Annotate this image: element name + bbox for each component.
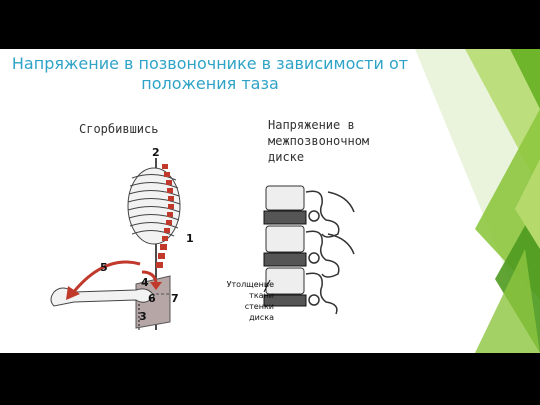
tilt-arrow <box>70 260 141 295</box>
label-7: 7 <box>171 292 179 305</box>
green-decor-shapes <box>415 49 540 353</box>
caption-hunched: Сгорбившись <box>79 122 159 136</box>
label-1: 1 <box>186 232 194 245</box>
label-5: 5 <box>100 261 108 274</box>
disc-thickening-note: Утолщение ткани стенки диска <box>226 280 274 322</box>
label-6: 6 <box>148 292 156 305</box>
caption-disc-stress: Напряжение в межпозвоночном диске <box>268 118 370 164</box>
hunched-spine-figure: 2 1 5 4 6 7 3 <box>50 146 194 330</box>
intervertebral-disc-figure <box>263 185 355 315</box>
label-2: 2 <box>152 146 160 159</box>
slide: Напряжение в позвоночнике в зависимости … <box>0 49 540 353</box>
label-3: 3 <box>139 310 147 323</box>
label-4: 4 <box>141 276 149 289</box>
spine <box>156 164 174 268</box>
slide-title: Напряжение в позвоночнике в зависимости … <box>11 54 409 93</box>
